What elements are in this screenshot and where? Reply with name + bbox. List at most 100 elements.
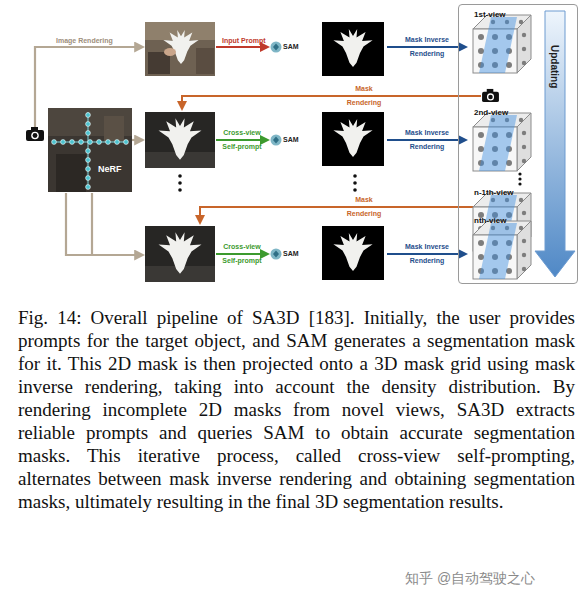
sample-point [124,140,129,145]
inverse-render-arrow [387,253,466,255]
sample-point [86,122,91,127]
mask-slice [479,115,517,171]
mask-object [333,119,372,157]
grid-voxel [478,254,484,260]
sample-point [86,158,91,163]
rendered-view [145,112,215,168]
sample-point [70,140,75,145]
grid-voxel [519,198,523,202]
prompt-arrow [216,46,268,48]
mask-grid-cube: 2nd-view [473,109,535,177]
mask-slice [479,17,517,73]
mask-object [333,233,372,271]
cube-side [517,221,531,279]
sam-icon [271,249,282,260]
render-wire [91,193,93,255]
image-furniture [196,48,214,74]
grid-voxel [522,131,526,135]
ellipsis-dot [353,188,357,192]
mask-render-arrow [182,96,481,109]
ellipsis-dot [178,174,182,178]
grid-voxel [478,34,484,40]
cube-art [473,217,535,283]
sample-point [106,140,111,145]
sample-point [79,140,84,145]
sam-icon [271,135,282,146]
figure-caption: Fig. 14: Overall pipeline of SA3D [183].… [18,306,575,513]
sample-point [86,113,91,118]
sam-icon [271,42,282,53]
view-label: 2nd-view [474,108,508,118]
ellipsis-dot [353,181,357,185]
self-prompt-arrow [216,139,268,141]
hand [164,48,176,56]
ellipsis-dot [518,182,521,185]
ellipsis-dot [518,172,521,175]
mask-slice [479,223,517,279]
ellipsis-dot [518,177,521,180]
model-label: SAM [283,43,299,52]
sample-point [88,140,93,145]
sample-point [86,167,91,172]
nerf-image: NeRF [48,108,132,192]
cube-side [517,113,531,171]
input-image [145,22,215,76]
grid-voxel [522,61,526,65]
grid-voxel [519,20,523,24]
grid-voxel [522,239,526,243]
view-label: n-1th-view [474,188,514,198]
grid-voxel [522,267,526,271]
grid-voxel [522,253,526,257]
view-label: 1st-view [474,10,506,20]
view-label: nth-view [474,216,506,226]
grid-voxel [522,211,526,215]
grid-voxel [478,240,484,246]
cube-art [473,11,535,79]
sample-point [86,131,91,136]
arrow-label: Mask Rendering [342,193,386,221]
update-panel: Updating1st-view2nd-viewn-1th-viewnth-vi… [458,4,578,284]
arrow-label: Cross-view Self-prompt [216,126,268,154]
ellipsis-dot [178,181,182,185]
sample-point [86,149,91,154]
nerf-art [48,108,132,192]
scene-furniture [104,116,124,142]
grid-voxel [522,239,526,243]
arrow-label: Cross-view Self-prompt [216,240,268,268]
grid-voxel [522,145,526,149]
object-in-image [159,232,202,273]
model-label: SAM [283,250,299,259]
cube-art [473,109,535,177]
mask-image [322,112,384,166]
mask-image [322,226,384,280]
object-in-image [159,118,202,159]
updating-arrow [535,11,575,277]
arrow-label: Mask Rendering [342,82,386,110]
inverse-render-arrow [387,139,466,141]
grid-voxel [478,132,484,138]
camera-icon [26,127,44,141]
grid-voxel [478,48,484,54]
cube-side [517,15,531,73]
scene-furniture [56,154,86,192]
inverse-render-arrow [387,46,466,48]
self-prompt-arrow [216,253,268,255]
ellipsis-dot [178,188,182,192]
sample-point [52,140,57,145]
sample-point [86,185,91,190]
arrow-label: Mask Inverse Rendering [394,33,460,61]
grid-voxel [519,226,523,230]
mask-object [333,29,372,67]
ellipsis-dot [353,174,357,178]
render-wire [132,139,143,141]
sample-point [115,140,120,145]
sample-point [97,140,102,145]
camera-icon [482,89,499,102]
sample-point [61,140,66,145]
mask-grid-cube: nth-view [473,217,535,283]
arrow-label: Image Rendering [56,37,113,46]
arrow-label: Mask Inverse Rendering [394,240,460,268]
mask-image [322,22,384,76]
